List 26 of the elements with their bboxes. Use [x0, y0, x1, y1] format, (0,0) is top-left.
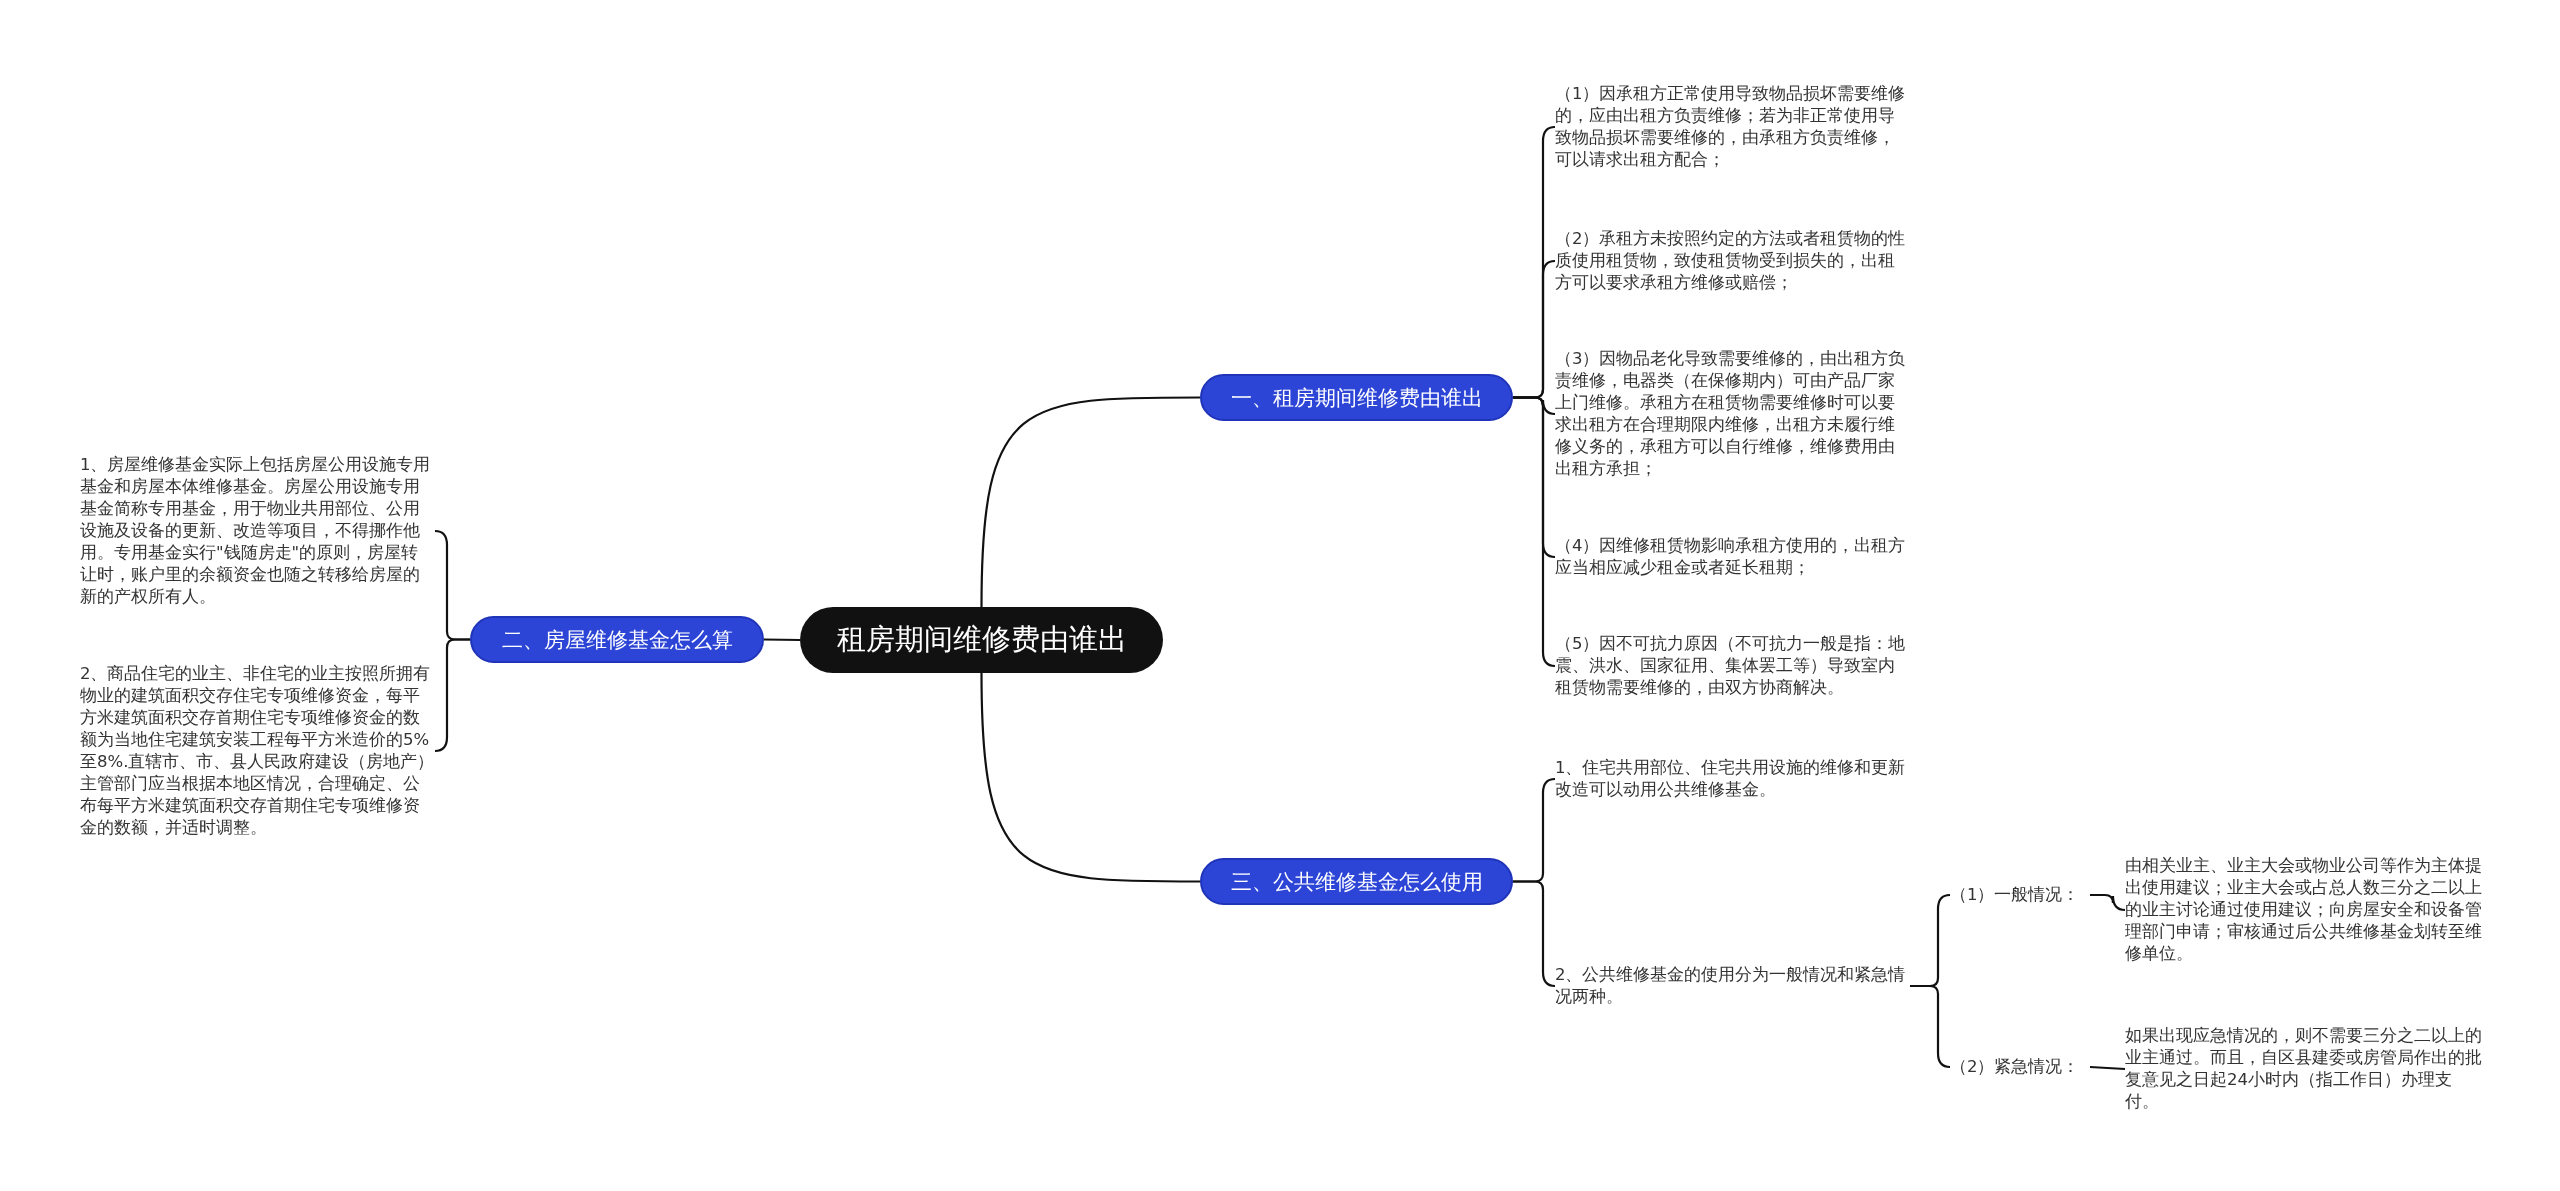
topic-text: 2、商品住宅的业主、非住宅的业主按照所拥有物业的建筑面积交存住宅专项维修资金，每平方米建筑面积交存首期住宅专项维修资金的数额为当地住宅建筑安装工程每平方米造价的5%至8%.直辖市、市、县人民政府建设（房地产）主管部门应当根据本地区情况，合理确定、公布每平方米建筑面积交存首期住宅专项维修资金的数额，并适时调整。 [80, 659, 435, 843]
central-topic-box: 租房期间维修费由谁出 [800, 607, 1163, 673]
topic-text: 由相关业主、业主大会或物业公司等作为主体提出使用建议；业主大会或占总人数三分之二以上的业主讨论通过使用建议；向房屋安全和设备管理部门申请；审核通过后公共维修基金划转至维修单位。 [2125, 852, 2485, 968]
topic-text: 2、公共维修基金的使用分为一般情况和紧急情况两种。 [1555, 962, 1910, 1010]
topic-text: （4）因维修租赁物影响承租方使用的，出租方应当相应减少租金或者延长租期； [1555, 533, 1910, 581]
topic-text: 1、房屋维修基金实际上包括房屋公用设施专用基金和房屋本体维修基金。房屋公用设施专用基金简称专用基金，用于物业共用部位、公用设施及设备的更新、改造等项目，不得挪作他用。专用基金实行"钱随房走"的原则，房屋转让时，账户里的余额资金也随之转移给房屋的新的产权所有人。 [80, 452, 435, 610]
connector-line [1910, 984, 1951, 1069]
topic-box: 一、租房期间维修费由谁出 [1200, 374, 1513, 421]
connector-line [980, 673, 1200, 883]
connector-line [980, 396, 1200, 607]
topic-text: 1、住宅共用部位、住宅共用设施的维修和更新改造可以动用公共维修基金。 [1555, 755, 1910, 803]
topic-text: 如果出现应急情况的，则不需要三分之二以上的业主通过。而且，自区县建委或房管局作出的批复意见之日起24小时内（指工作日）办理支付。 [2125, 1022, 2485, 1116]
topic-text: （3）因物品老化导致需要维修的，由出租方负责维修，电器类（在保修期内）可由产品厂家上门维修。承租方在租赁物需要维修时可以要求出租方在合理期限内维修，出租方未履行维修义务的，承租方可以自行维修，维修费用由出租方承担； [1555, 344, 1910, 484]
topic-box: 二、房屋维修基金怎么算 [470, 616, 764, 663]
connector-line [2089, 1065, 2126, 1071]
connector-line [1513, 880, 1556, 988]
topic-box: 三、公共维修基金怎么使用 [1200, 858, 1513, 905]
topic-text: （5）因不可抗力原因（不可抗力一般是指：地震、洪水、国家征用、集体罢工等）导致室内租赁物需要维修的，由双方协商解决。 [1555, 630, 1910, 702]
connector-line [434, 638, 470, 753]
topic-text: （2）承租方未按照约定的方法或者租赁物的性质使用租赁物，致使租赁物受到损失的，出租方可以要求承租方维修或赔偿； [1555, 226, 1910, 296]
topic-text: （1）因承租方正常使用导致物品损坏需要维修的，应由出租方负责维修；若为非正常使用导致物品损坏需要维修的，由承租方负责维修，可以请求出租方配合； [1555, 80, 1910, 174]
connector-line [2090, 893, 2126, 912]
topic-text: （2）紧急情况： [1950, 1052, 2090, 1082]
connector-line [764, 638, 800, 642]
topic-text: （1）一般情况： [1950, 880, 2090, 910]
connector-line [1513, 396, 1556, 668]
